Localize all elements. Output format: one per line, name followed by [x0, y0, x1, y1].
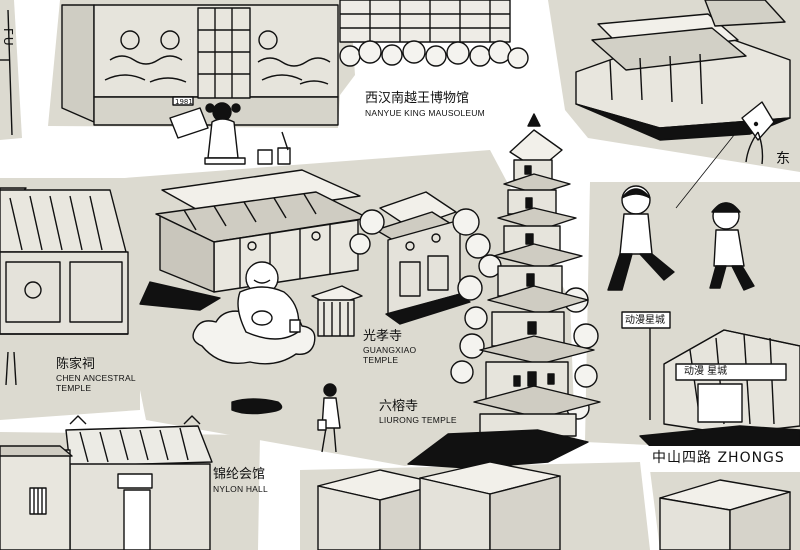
running-kids: [607, 185, 755, 291]
label-nanyue[interactable]: 西汉南越王博物馆 NANYUE KING MAUSOLEUM: [365, 91, 485, 119]
anime-city-sign: 动漫星城: [625, 315, 665, 326]
laughing-buddha: [192, 261, 316, 365]
road-label-zhongshan: 中山四路 ZHONGS: [652, 450, 785, 466]
label-chen-zh: 陈家祠: [56, 357, 96, 372]
label-chen-en: CHEN ANCESTRAL TEMPLE: [56, 373, 136, 393]
label-liurong[interactable]: 六榕寺 LIURONG TEMPLE: [379, 399, 457, 426]
kite: [675, 101, 775, 209]
block-nw-corner: [0, 0, 22, 140]
tall-building: [339, 0, 511, 43]
label-guangxiao[interactable]: 光孝寺 GUANGXIAO TEMPLE: [363, 329, 419, 365]
edge-street-text: FU: [1, 28, 15, 48]
walking-woman: [317, 383, 341, 453]
shadow-puddle: [231, 398, 283, 415]
nylon-hall-building: [0, 415, 213, 550]
nw-building: [0, 9, 13, 136]
south-buildings: [317, 461, 791, 550]
girl-painting-figure: [169, 102, 246, 165]
label-nanyue-zh: 西汉南越王博物馆: [365, 91, 470, 106]
small-stall: [311, 285, 363, 337]
road-label-dong: 东: [776, 151, 791, 167]
ne-temple: [575, 0, 791, 141]
label-backgrounds: [352, 88, 800, 472]
label-nylon[interactable]: 锦纶会馆 NYLON HALL: [213, 467, 268, 495]
guangxiao-hall: [139, 169, 369, 311]
label-chen[interactable]: 陈家祠 CHEN ANCESTRAL TEMPLE: [56, 357, 146, 393]
guangxiao-gate-tower: [375, 191, 471, 325]
nanyue-museum-building: 1981: [61, 4, 339, 126]
chen-temple-building: [0, 187, 129, 386]
label-nylon-zh: 锦纶会馆: [213, 467, 266, 482]
shrubs-top: [339, 40, 529, 69]
label-guangxiao-en: GUANGXIAO TEMPLE: [363, 345, 417, 365]
label-liurong-zh: 六榕寺: [379, 399, 419, 414]
label-nylon-en: NYLON HALL: [213, 484, 268, 495]
label-guangxiao-zh: 光孝寺: [363, 329, 403, 344]
anime-city-front-sign: 动漫 星城: [684, 366, 728, 377]
liurong-pagoda: [407, 113, 601, 469]
label-liurong-en: LIURONG TEMPLE: [379, 415, 457, 426]
paint-pots: [257, 131, 291, 165]
label-nanyue-en: NANYUE KING MAUSOLEUM: [365, 108, 485, 119]
mural-year: 1981: [175, 98, 193, 106]
anime-star-city-building: [621, 311, 800, 451]
